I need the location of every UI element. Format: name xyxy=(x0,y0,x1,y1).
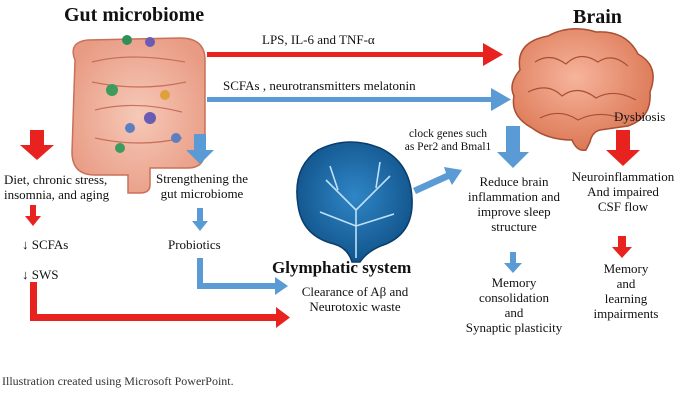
dysbiosis-label: Dysbiosis xyxy=(614,109,666,124)
lps-label: LPS, IL-6 and TNF-α xyxy=(262,32,375,47)
neuroinflammation-node: Neuroinflammation And impaired CSF flow xyxy=(571,169,675,214)
sws-decrease-node: ↓ SWS xyxy=(22,267,59,282)
blue-arrows xyxy=(186,88,529,295)
glymphatic-illustration xyxy=(296,141,413,263)
gut-illustration xyxy=(71,35,206,194)
clearance-node: Clearance of Aβ and Neurotoxic waste xyxy=(301,284,409,314)
memory-impairments-node: Memory and learning impairments xyxy=(593,261,659,321)
scfas-decrease-node: ↓ SCFAs xyxy=(22,237,69,252)
scfas-neurotransmitters-label: SCFAs , neurotransmitters melatonin xyxy=(223,78,416,93)
clock-genes-label: clock genes such as Per2 and Bmal1 xyxy=(404,128,492,154)
diet-stress-node: Diet, chronic stress, insomnia, and agin… xyxy=(4,172,110,202)
probiotics-node: Probiotics xyxy=(168,237,221,252)
red-arrows xyxy=(20,43,640,328)
strengthening-gut-node: Strengthening the gut microbiome xyxy=(155,171,249,201)
caption: Illustration created using Microsoft Pow… xyxy=(2,374,234,388)
gut-microbiome-title: Gut microbiome xyxy=(64,4,205,26)
memory-consolidation-node: Memory consolidation and Synaptic plasti… xyxy=(465,275,563,335)
brain-illustration xyxy=(511,28,654,152)
glymphatic-system-title: Glymphatic system xyxy=(272,258,412,277)
reduce-inflammation-node: Reduce brain inflammation and improve sl… xyxy=(467,174,561,234)
brain-title: Brain xyxy=(573,6,622,28)
